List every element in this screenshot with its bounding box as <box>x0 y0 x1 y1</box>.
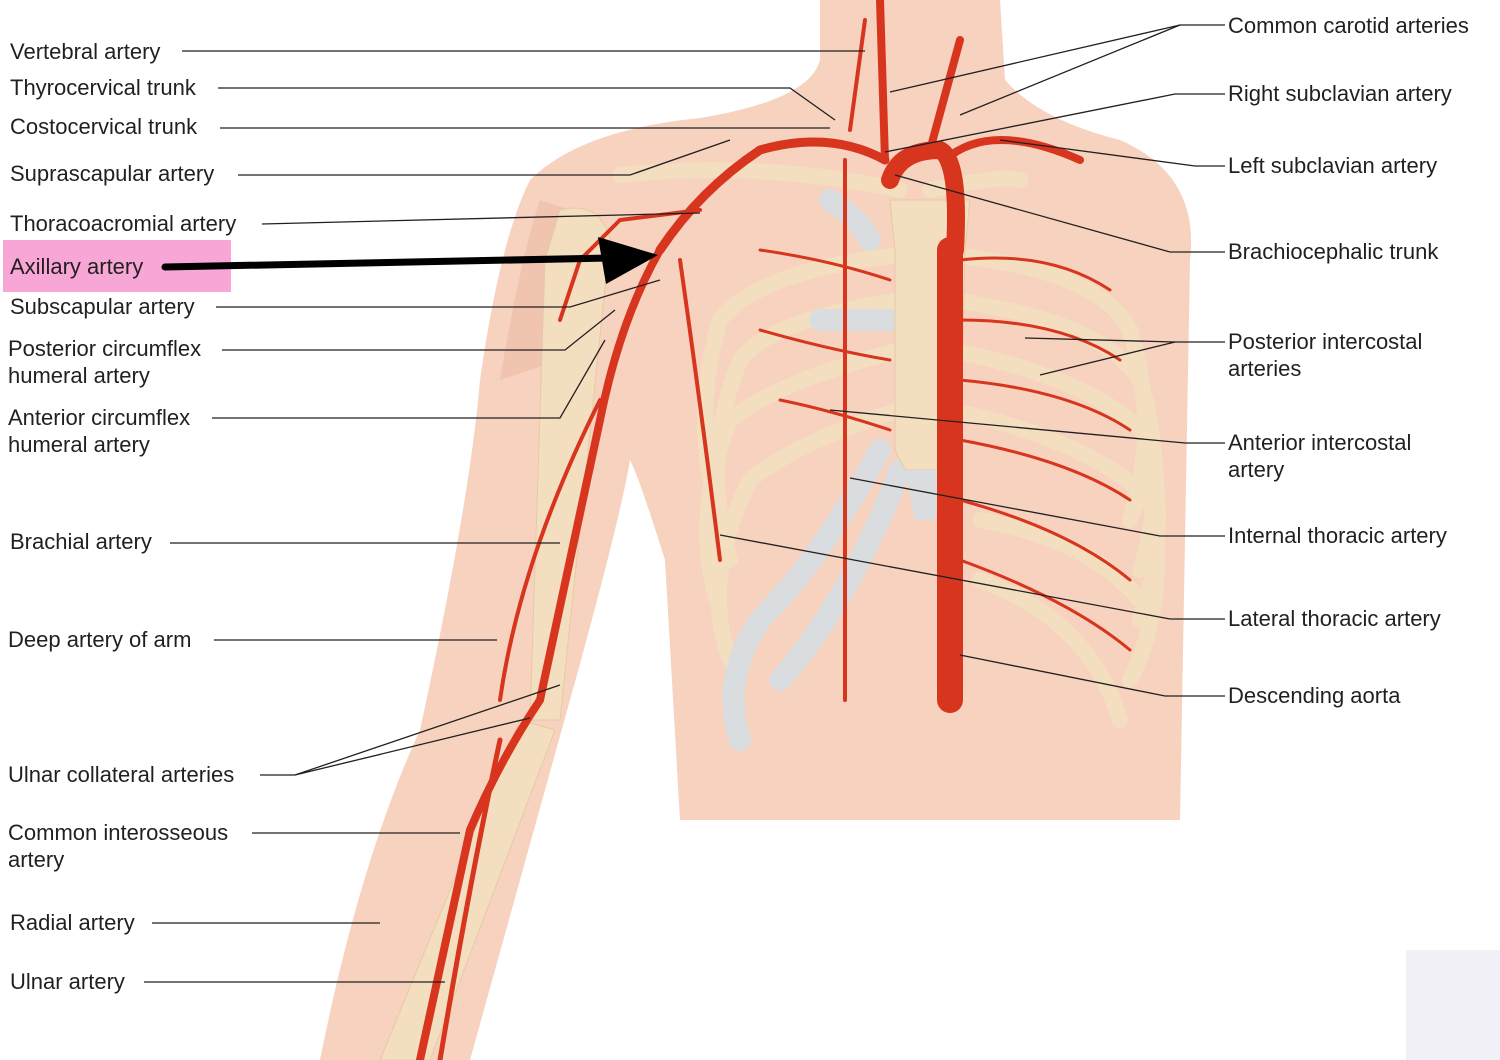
label-common-carotid-arteries: Common carotid arteries <box>1228 13 1469 38</box>
label-left-subclavian-artery: Left subclavian artery <box>1228 153 1438 178</box>
ulnar <box>437 737 503 1060</box>
label-line: humeral artery <box>8 363 150 388</box>
label-ulnar-artery: Ulnar artery <box>10 969 125 994</box>
common-carotid-left <box>926 36 964 154</box>
label-deep-artery-of-arm: Deep artery of arm <box>8 627 192 652</box>
right-subclavian <box>655 137 890 255</box>
label-brachial-artery: Brachial artery <box>10 529 152 554</box>
label-line: Posterior circumflex <box>8 336 202 361</box>
label-subscapular-artery: Subscapular artery <box>10 294 195 319</box>
label-descending-aorta: Descending aorta <box>1228 683 1401 708</box>
label-internal-thoracic-artery: Internal thoracic artery <box>1228 523 1447 548</box>
label-line: artery <box>8 847 65 872</box>
label-line: Common interosseous <box>8 820 229 845</box>
leader-lines <box>144 24 1225 983</box>
aortic-arch <box>881 140 965 259</box>
lateral-thoracic <box>678 258 722 562</box>
vertebral <box>848 18 867 132</box>
label-line: Anterior circumflex <box>8 405 191 430</box>
label-thoracoacromial-artery: Thoracoacromial artery <box>10 211 237 236</box>
label-thyrocervical-trunk: Thyrocervical trunk <box>10 75 196 100</box>
label-brachiocephalic-trunk: Brachiocephalic trunk <box>1228 239 1439 264</box>
axillary-brachial <box>416 246 664 1060</box>
label-radial-artery: Radial artery <box>10 910 135 935</box>
label-axillary-artery: Axillary artery <box>10 254 144 279</box>
label-line: Posterior intercostal <box>1228 329 1423 354</box>
corner-panel <box>1406 950 1500 1060</box>
label-costocervical-trunk: Costocervical trunk <box>10 114 198 139</box>
label-right-subclavian-artery: Right subclavian artery <box>1228 81 1452 106</box>
label-lateral-thoracic-artery: Lateral thoracic artery <box>1228 606 1441 631</box>
label-line: artery <box>1228 457 1285 482</box>
rib-cage <box>612 162 1166 751</box>
arrow-icon <box>161 237 658 284</box>
label-vertebral-artery: Vertebral artery <box>10 39 161 64</box>
label-line: humeral artery <box>8 432 150 457</box>
arteries <box>416 0 1132 1060</box>
label-line: Anterior intercostal <box>1228 430 1412 455</box>
deep-artery <box>498 398 602 702</box>
label-line: arteries <box>1228 356 1302 381</box>
label-suprascapular-artery: Suprascapular artery <box>10 161 215 186</box>
common-carotid-right <box>876 0 889 164</box>
label-ulnar-collateral-arteries: Ulnar collateral arteries <box>8 762 235 787</box>
